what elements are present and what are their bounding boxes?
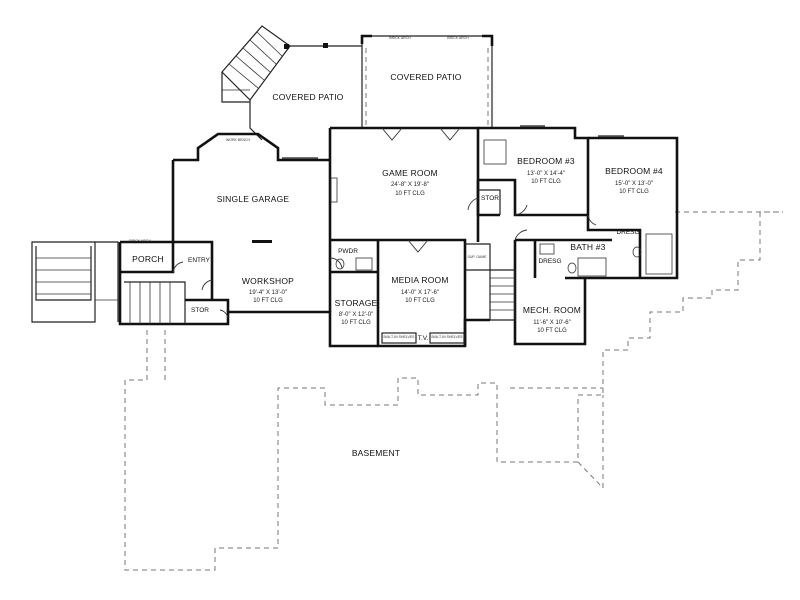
- bath-3-label: BATH #3: [570, 242, 605, 252]
- covered-patio-1-label: COVERED PATIO: [272, 92, 343, 102]
- room-labels: COVERED PATIO COVERED PATIO GAME ROOM 24…: [132, 72, 663, 458]
- storage-size: 8'-0" X 12'-0": [339, 312, 374, 318]
- game-room-ceiling: 10 FT CLG: [395, 191, 425, 197]
- brick-arch-label-1: BRICK ARCH: [389, 36, 411, 40]
- media-room-ceiling: 10 FT CLG: [405, 298, 435, 304]
- media-room-label: MEDIA ROOM: [391, 275, 448, 285]
- covered-patio-outline: BRICK ARCH BRICK ARCH: [249, 34, 494, 141]
- dresg-1-label: DRESG: [538, 258, 561, 265]
- brick-arch-label-2: BRICK ARCH: [447, 36, 469, 40]
- sup-game-label: SUP. GAME: [468, 255, 488, 259]
- fixtures: [330, 139, 673, 277]
- basement-outline: [124, 211, 783, 571]
- workshop-ceiling: 10 FT CLG: [253, 298, 283, 304]
- bedroom-4-ceiling: 10 FT CLG: [619, 189, 649, 195]
- covered-patio-2-label: COVERED PATIO: [390, 72, 461, 82]
- built-in-label-1: BUILT-IN SHELVES: [384, 335, 416, 339]
- bedroom-3-size: 13'-0" X 14'-4": [527, 171, 565, 177]
- workshop-size: 19'-4" X 13'-0": [249, 290, 287, 296]
- exterior-curved-stair: [221, 25, 291, 103]
- storage-ceiling: 10 FT CLG: [341, 320, 371, 326]
- built-in-label-2: BUILT-IN SHELVES: [432, 335, 464, 339]
- media-room-size: 14'-0" X 17'-6": [401, 290, 439, 296]
- single-garage-label: SINGLE GARAGE: [217, 194, 290, 204]
- game-room-label: GAME ROOM: [382, 168, 438, 178]
- mech-room-label: MECH. ROOM: [523, 305, 581, 315]
- tv-label: T.V.: [418, 335, 429, 342]
- dresg-2-label: DRESG: [616, 229, 639, 236]
- bedroom-4-size: 15'-0" X 13'-0": [615, 181, 653, 187]
- exterior-walls: [118, 126, 679, 348]
- basement-label: BASEMENT: [352, 448, 400, 458]
- brick-arch-label-3: BRICK ARCH: [129, 239, 151, 243]
- workshop-label: WORKSHOP: [242, 276, 294, 286]
- game-room-size: 24'-8" X 19'-8": [391, 182, 429, 188]
- work-bench-label: WORK BENCH: [226, 138, 251, 142]
- storage-label: STORAGE: [335, 298, 378, 308]
- mech-room-ceiling: 10 FT CLG: [537, 328, 567, 334]
- porch-label: PORCH: [132, 254, 164, 264]
- bedroom-3-ceiling: 10 FT CLG: [531, 179, 561, 185]
- stor-game-label: STOR: [481, 195, 499, 202]
- stor-garage-label: STOR: [191, 307, 209, 314]
- pwdr-label: PWDR: [338, 248, 358, 255]
- entry-label: ENTRY: [188, 257, 211, 264]
- bedroom-3-label: BEDROOM #3: [517, 156, 575, 166]
- doors-and-windows: BUILT-IN SHELVES BUILT-IN SHELVES T.V. W…: [129, 125, 624, 344]
- porch-stairs: [31, 241, 119, 323]
- mech-room-size: 11'-6" X 10'-6": [533, 320, 570, 326]
- bedroom-4-label: BEDROOM #4: [605, 166, 663, 176]
